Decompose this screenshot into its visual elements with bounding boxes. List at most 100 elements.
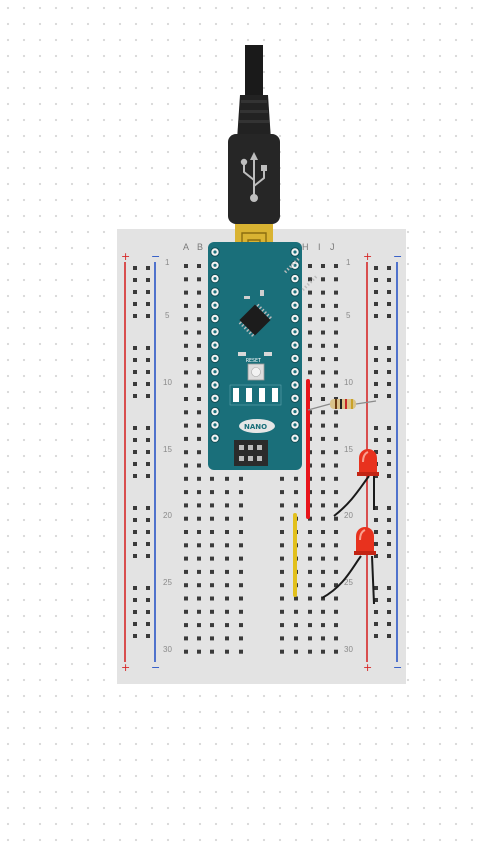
breadboard-hole[interactable] bbox=[184, 569, 188, 574]
breadboard-hole[interactable] bbox=[308, 596, 312, 601]
breadboard-hole[interactable] bbox=[210, 636, 214, 641]
breadboard-hole[interactable] bbox=[197, 596, 201, 601]
power-rail-hole[interactable] bbox=[374, 278, 378, 282]
breadboard-hole[interactable] bbox=[210, 556, 214, 561]
breadboard-hole[interactable] bbox=[321, 649, 325, 654]
breadboard-hole[interactable] bbox=[239, 649, 243, 654]
breadboard-hole[interactable] bbox=[308, 649, 312, 654]
breadboard-hole[interactable] bbox=[239, 490, 243, 495]
breadboard-hole[interactable] bbox=[280, 623, 284, 628]
breadboard-hole[interactable] bbox=[280, 636, 284, 641]
power-rail-hole[interactable] bbox=[146, 382, 150, 386]
breadboard-hole[interactable] bbox=[197, 503, 201, 508]
breadboard-hole[interactable] bbox=[294, 636, 298, 641]
power-rail-hole[interactable] bbox=[374, 346, 378, 350]
breadboard-hole[interactable] bbox=[334, 357, 338, 362]
breadboard-hole[interactable] bbox=[197, 583, 201, 588]
breadboard-hole[interactable] bbox=[334, 317, 338, 322]
breadboard-hole[interactable] bbox=[239, 556, 243, 561]
power-rail-hole[interactable] bbox=[146, 598, 150, 602]
breadboard-hole[interactable] bbox=[308, 636, 312, 641]
power-rail-hole[interactable] bbox=[146, 506, 150, 510]
breadboard-hole[interactable] bbox=[197, 649, 201, 654]
power-rail-hole[interactable] bbox=[146, 586, 150, 590]
power-rail-hole[interactable] bbox=[146, 474, 150, 478]
breadboard-hole[interactable] bbox=[294, 609, 298, 614]
breadboard-hole[interactable] bbox=[197, 516, 201, 521]
breadboard-hole[interactable] bbox=[308, 623, 312, 628]
power-rail-hole[interactable] bbox=[146, 426, 150, 430]
breadboard-hole[interactable] bbox=[225, 556, 229, 561]
breadboard-hole[interactable] bbox=[308, 290, 312, 295]
breadboard-hole[interactable] bbox=[280, 556, 284, 561]
breadboard-hole[interactable] bbox=[308, 609, 312, 614]
power-rail-hole[interactable] bbox=[133, 394, 137, 398]
breadboard-hole[interactable] bbox=[184, 370, 188, 375]
breadboard-hole[interactable] bbox=[197, 397, 201, 401]
breadboard-hole[interactable] bbox=[225, 569, 229, 574]
breadboard-hole[interactable] bbox=[225, 490, 229, 495]
breadboard-hole[interactable] bbox=[321, 636, 325, 641]
breadboard-hole[interactable] bbox=[308, 303, 312, 308]
breadboard-hole[interactable] bbox=[210, 596, 214, 601]
breadboard-hole[interactable] bbox=[334, 636, 338, 641]
power-rail-hole[interactable] bbox=[133, 530, 137, 534]
breadboard-hole[interactable] bbox=[239, 596, 243, 601]
breadboard-hole[interactable] bbox=[239, 516, 243, 521]
power-rail-hole[interactable] bbox=[387, 370, 391, 374]
breadboard-hole[interactable] bbox=[334, 436, 338, 441]
breadboard-hole[interactable] bbox=[294, 476, 298, 481]
power-rail-hole[interactable] bbox=[387, 586, 391, 590]
breadboard-hole[interactable] bbox=[334, 649, 338, 654]
breadboard-hole[interactable] bbox=[321, 569, 325, 574]
breadboard-hole[interactable] bbox=[210, 516, 214, 521]
breadboard-hole[interactable] bbox=[184, 383, 188, 388]
breadboard-hole[interactable] bbox=[334, 623, 338, 628]
breadboard-hole[interactable] bbox=[210, 569, 214, 574]
led-1[interactable] bbox=[333, 449, 379, 517]
breadboard-hole[interactable] bbox=[210, 623, 214, 628]
power-rail-hole[interactable] bbox=[146, 634, 150, 638]
breadboard-hole[interactable] bbox=[210, 476, 214, 481]
breadboard-hole[interactable] bbox=[334, 423, 338, 428]
power-rail-hole[interactable] bbox=[387, 450, 391, 454]
breadboard-hole[interactable] bbox=[225, 476, 229, 481]
power-rail-hole[interactable] bbox=[387, 462, 391, 466]
breadboard-hole[interactable] bbox=[334, 410, 338, 415]
breadboard-hole[interactable] bbox=[280, 503, 284, 508]
breadboard-hole[interactable] bbox=[280, 649, 284, 654]
breadboard-hole[interactable] bbox=[308, 583, 312, 588]
power-rail-hole[interactable] bbox=[387, 278, 391, 282]
power-rail-hole[interactable] bbox=[387, 542, 391, 546]
arduino-nano[interactable]: RESET NANO bbox=[208, 242, 318, 470]
breadboard-hole[interactable] bbox=[197, 476, 201, 481]
breadboard-hole[interactable] bbox=[280, 596, 284, 601]
breadboard-hole[interactable] bbox=[184, 556, 188, 561]
breadboard-hole[interactable] bbox=[197, 636, 201, 641]
breadboard-hole[interactable] bbox=[225, 636, 229, 641]
breadboard-hole[interactable] bbox=[321, 290, 325, 295]
breadboard-hole[interactable] bbox=[184, 503, 188, 508]
breadboard-hole[interactable] bbox=[334, 277, 338, 282]
power-rail-hole[interactable] bbox=[374, 394, 378, 398]
power-rail-hole[interactable] bbox=[374, 622, 378, 626]
breadboard-hole[interactable] bbox=[197, 556, 201, 561]
breadboard-hole[interactable] bbox=[321, 397, 325, 401]
breadboard-hole[interactable] bbox=[184, 490, 188, 495]
power-rail-hole[interactable] bbox=[387, 426, 391, 430]
breadboard-hole[interactable] bbox=[184, 450, 188, 455]
power-rail-hole[interactable] bbox=[133, 598, 137, 602]
power-rail-hole[interactable] bbox=[146, 438, 150, 442]
breadboard-hole[interactable] bbox=[210, 649, 214, 654]
power-rail-hole[interactable] bbox=[387, 530, 391, 534]
breadboard-hole[interactable] bbox=[239, 569, 243, 574]
breadboard-hole[interactable] bbox=[197, 317, 201, 322]
power-rail-hole[interactable] bbox=[146, 314, 150, 318]
power-rail-hole[interactable] bbox=[146, 518, 150, 522]
breadboard-hole[interactable] bbox=[308, 543, 312, 548]
power-rail-hole[interactable] bbox=[374, 358, 378, 362]
power-rail-hole[interactable] bbox=[146, 450, 150, 454]
breadboard-hole[interactable] bbox=[321, 410, 325, 415]
breadboard-hole[interactable] bbox=[308, 264, 312, 268]
power-rail-hole[interactable] bbox=[387, 302, 391, 306]
